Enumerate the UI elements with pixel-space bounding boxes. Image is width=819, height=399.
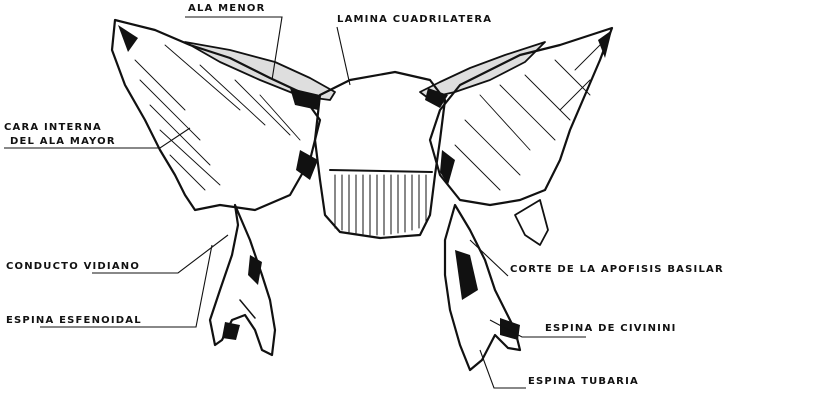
label-corte-apofisis-basilar: CORTE DE LA APOFISIS BASILAR [510, 264, 724, 275]
label-espina-tubaria: ESPINA TUBARIA [528, 376, 639, 387]
left-lesser-wing [185, 42, 335, 100]
leader-espina-tubaria [480, 350, 526, 388]
right-lesser-wing [420, 42, 545, 98]
body-hatching [335, 175, 426, 235]
label-cara-interna-line2: DEL ALA MAYOR [10, 136, 116, 147]
label-espina-civinini: ESPINA DE CIVININI [545, 323, 677, 334]
wing-hatching [135, 45, 600, 190]
label-cara-interna-line1: CARA INTERNA [4, 122, 102, 133]
shading-patches [118, 25, 612, 340]
left-pterygoid [210, 205, 275, 355]
right-pterygoid [445, 205, 520, 370]
label-ala-menor: ALA MENOR [188, 3, 266, 14]
label-espina-esfenoidal: ESPINA ESFENOIDAL [6, 315, 142, 326]
leader-lamina-cuadrilatera [337, 27, 350, 85]
label-lamina-cuadrilatera: LAMINA CUADRILATERA [337, 14, 492, 25]
label-conducto-vidiano: CONDUCTO VIDIANO [6, 261, 140, 272]
